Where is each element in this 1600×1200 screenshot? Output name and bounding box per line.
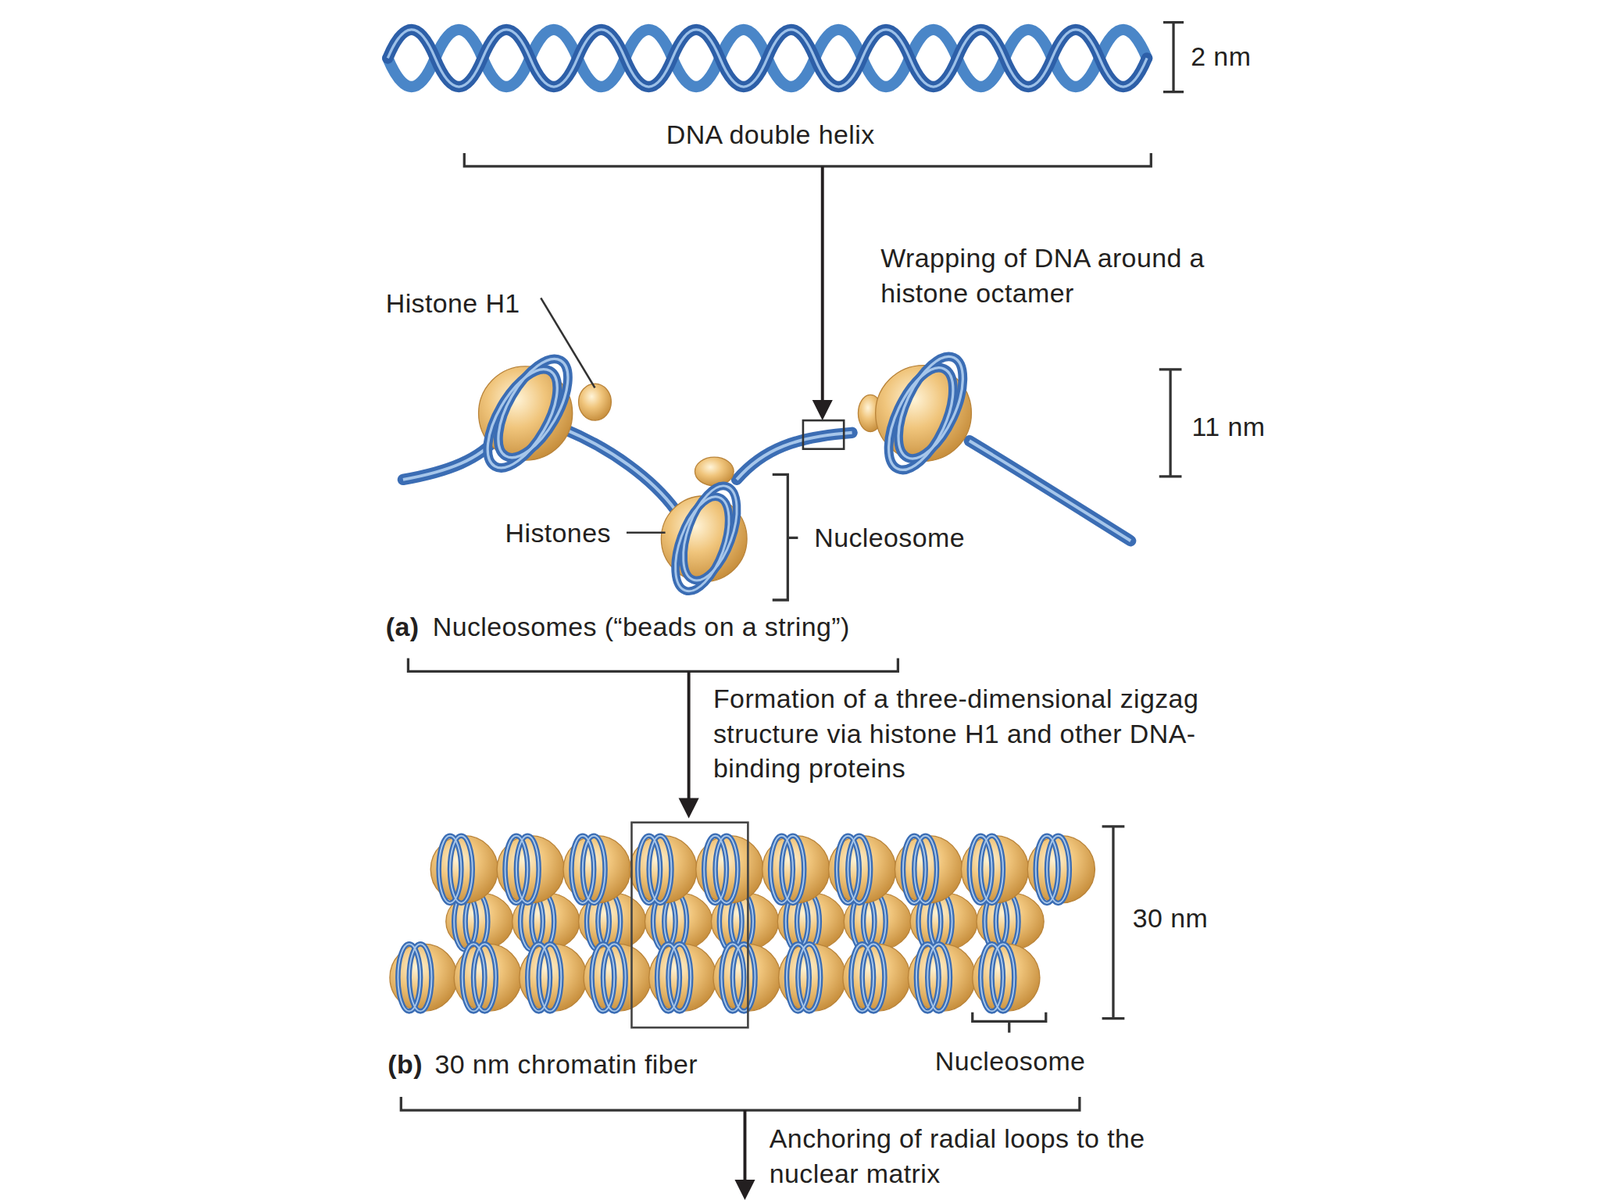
nucleosome-bead	[778, 943, 847, 1011]
arrow-head	[678, 797, 700, 818]
dna-wrap	[875, 345, 977, 481]
nucleosome-bead	[389, 943, 458, 1011]
nucleosome-bead	[907, 943, 975, 1011]
arrow-head	[734, 1179, 755, 1200]
dna-strand	[387, 29, 1147, 87]
nucleosome-bead	[972, 943, 1040, 1011]
bracket	[972, 1012, 1047, 1033]
bracket	[772, 474, 799, 600]
nucleosome-bead	[430, 835, 498, 904]
step-label: Wrapping of DNA around a histone octamer	[880, 240, 1240, 311]
bracket	[464, 153, 1151, 167]
fiber-top-row	[430, 835, 1095, 904]
stage-label: Nucleosomes (“beads on a string”)	[432, 609, 850, 644]
panel-letter: (b)	[387, 1046, 423, 1082]
part-label: Histone H1	[385, 285, 521, 321]
nucleosome-bead	[894, 835, 962, 904]
panel-letter: (a)	[385, 609, 420, 644]
histone-h1	[578, 383, 612, 421]
bracket	[400, 1096, 1080, 1111]
nucleosome-bead	[1027, 835, 1095, 904]
scale-bar	[1159, 369, 1183, 477]
highlight-box	[631, 822, 748, 1029]
highlight-box	[803, 420, 844, 450]
leader-line	[540, 297, 595, 388]
part-label: Nucleosome	[814, 520, 965, 555]
stage-label: DNA double helix	[666, 117, 875, 152]
part-label: Histones	[505, 515, 611, 550]
nucleosome-bead	[519, 943, 587, 1011]
nucleosome-bead	[583, 943, 651, 1011]
leader-line	[626, 531, 666, 534]
bracket	[407, 657, 898, 672]
nucleosome-bead	[696, 835, 764, 904]
step-label: Formation of a three-dimensional zigzag …	[713, 681, 1214, 786]
nucleosome-bead	[649, 943, 717, 1011]
histone-h1	[694, 457, 734, 486]
nucleosome-bead	[828, 835, 897, 904]
scale-bar	[1102, 826, 1125, 1019]
nucleosome-bead	[629, 835, 697, 904]
nucleosome-bead	[496, 835, 565, 904]
arrow-head	[812, 400, 833, 421]
nucleosome-bead	[453, 943, 522, 1011]
dna-wrap	[473, 346, 582, 481]
dimension-label: 2 nm	[1190, 39, 1251, 74]
nucleosome-bead	[960, 835, 1029, 904]
nucleosome-bead	[762, 835, 830, 904]
dimension-label: 30 nm	[1132, 900, 1208, 936]
stage-label: 30 nm chromatin fiber	[434, 1046, 698, 1082]
arrow-shaft	[821, 166, 825, 404]
arrow-shaft	[743, 1110, 747, 1184]
dna-wrap	[664, 477, 748, 600]
nucleosome-bead	[842, 943, 911, 1011]
dimension-label: 11 nm	[1192, 409, 1266, 444]
dna-highlight	[387, 29, 1147, 87]
step-label: Anchoring of radial loops to the nuclear…	[769, 1121, 1219, 1191]
fiber-bottom-row	[389, 943, 1040, 1011]
arrow-shaft	[687, 671, 691, 801]
dna-strand	[387, 29, 1147, 87]
nucleosome-bead	[563, 835, 631, 904]
scale-bar	[1163, 22, 1184, 93]
part-label: Nucleosome	[935, 1043, 1086, 1079]
